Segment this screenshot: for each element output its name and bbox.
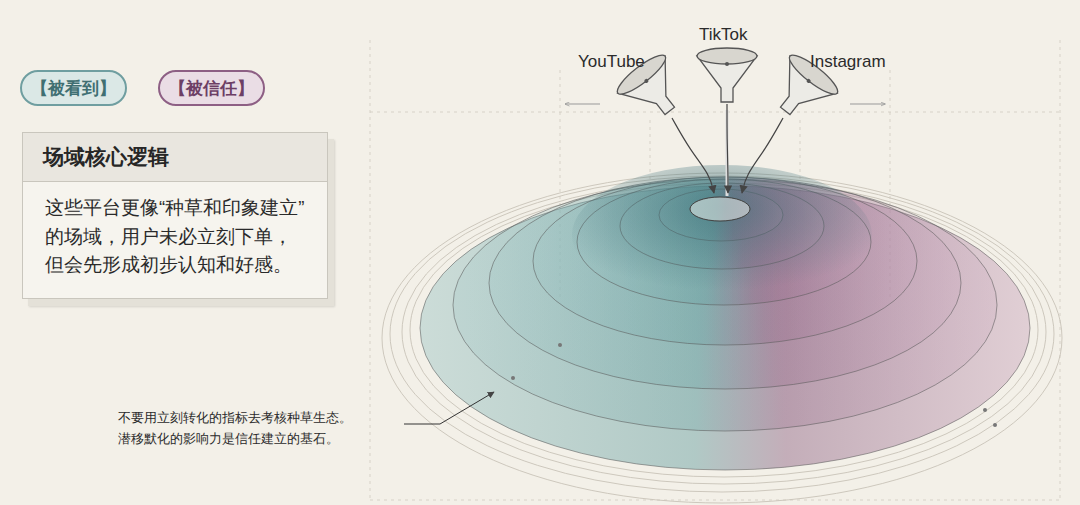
grid-line bbox=[370, 112, 1060, 113]
grid-line bbox=[370, 40, 371, 500]
tag-pill: 【被信任】 bbox=[158, 70, 265, 106]
leader-line bbox=[404, 392, 494, 424]
dot bbox=[558, 343, 562, 347]
dot bbox=[983, 408, 987, 412]
logic-card: 场域核心逻辑这些平台更像“种草和印象建立”的场域，用户未必立刻下单，但会先形成初… bbox=[22, 132, 328, 299]
funnel-icon bbox=[697, 48, 757, 102]
grid-line bbox=[370, 500, 1060, 501]
flow-arrow bbox=[742, 118, 783, 193]
card-body: 这些平台更像“种草和印象建立”的场域，用户未必立刻下单，但会先形成初步认知和好感… bbox=[23, 182, 327, 298]
grid-line bbox=[1060, 40, 1061, 500]
platform-label: YouTube bbox=[578, 52, 645, 72]
dot bbox=[993, 423, 997, 427]
card-heading: 场域核心逻辑 bbox=[23, 133, 327, 182]
dimension-arrow bbox=[565, 104, 600, 105]
dot bbox=[511, 376, 515, 380]
platform-label: TikTok bbox=[699, 25, 748, 45]
tag-text: 【被看到】 bbox=[31, 77, 116, 100]
flow-arrow bbox=[672, 118, 714, 193]
center-ring bbox=[690, 197, 750, 221]
dimension-arrow bbox=[850, 104, 885, 105]
note-text: 不要用立刻转化的指标去考核种草生态。 潜移默化的影响力是信任建立的基石。 bbox=[118, 408, 368, 450]
tag-pill: 【被看到】 bbox=[20, 70, 127, 106]
ring bbox=[690, 197, 750, 221]
tag-text: 【被信任】 bbox=[169, 77, 254, 100]
platform-label: Instagram bbox=[810, 52, 886, 72]
flow-arrow bbox=[727, 104, 728, 193]
core-glow bbox=[572, 165, 872, 305]
